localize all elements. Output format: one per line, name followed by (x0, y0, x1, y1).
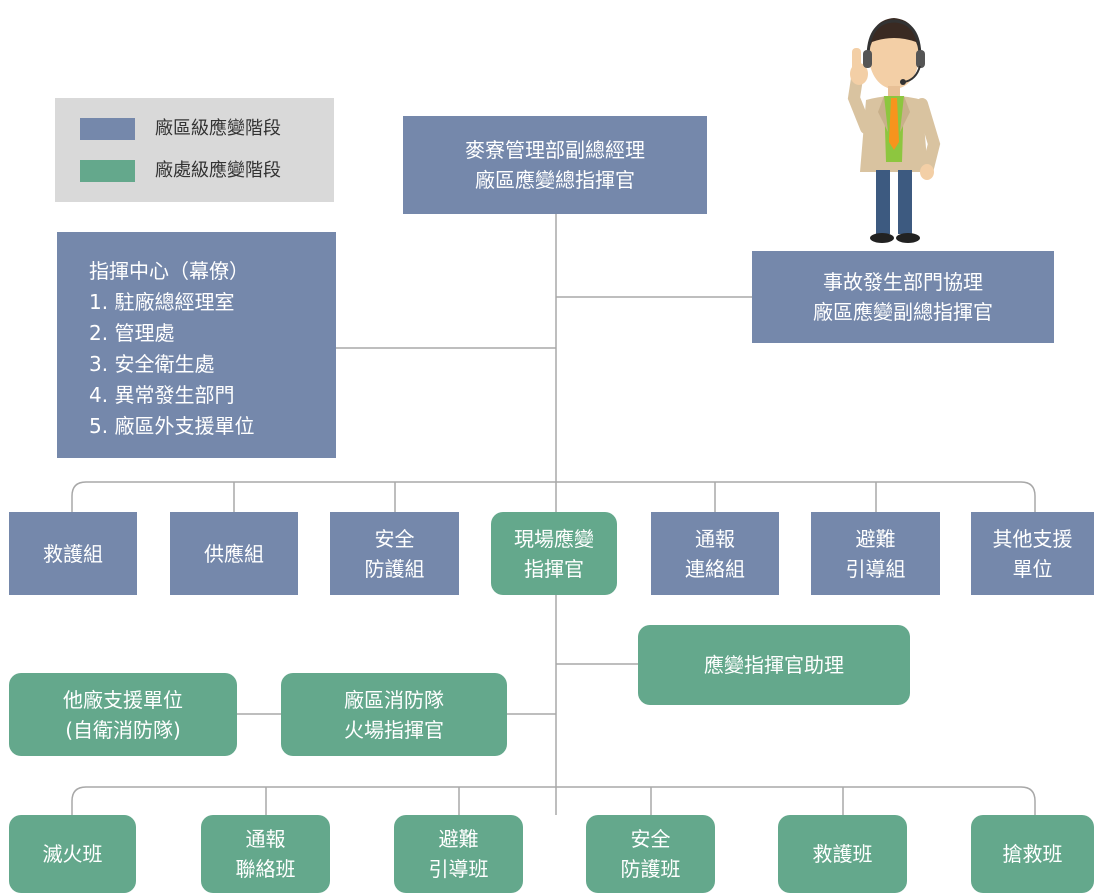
team-rescue: 救護班 (778, 815, 907, 893)
headset-presenter-icon (847, 18, 941, 243)
group-supply: 供應組 (170, 512, 298, 595)
team-safety-protection: 安全 防護班 (586, 815, 715, 893)
legend: 廠區級應變階段 廠處級應變階段 (55, 98, 334, 202)
legend-swatch-division-level (80, 160, 135, 182)
team-firefighting: 滅火班 (9, 815, 136, 893)
team-evacuation: 避難 引導班 (394, 815, 523, 893)
command-center-item: 4. 異常發生部門 (89, 383, 235, 407)
deputy-commander-title: 事故發生部門協理 (823, 270, 983, 294)
command-center-item: 3. 安全衛生處 (89, 352, 215, 376)
command-center-title: 指揮中心（幕僚） (89, 259, 249, 283)
team-emergency-rescue: 搶救班 (971, 815, 1094, 893)
legend-label-division-level: 廠處級應變階段 (155, 160, 281, 181)
legend-label-plant-level: 廠區級應變階段 (155, 118, 281, 139)
onsite-commander-box: 現場應變 指揮官 (491, 512, 617, 595)
chief-commander-title: 麥寮管理部副總經理 (465, 138, 645, 162)
group-other-support: 其他支援 單位 (971, 512, 1094, 595)
command-center-box: 指揮中心（幕僚） 1. 駐廠總經理室 2. 管理處 3. 安全衛生處 4. 異常… (57, 232, 336, 458)
command-center-item: 1. 駐廠總經理室 (89, 290, 235, 314)
support-unit-box: 他廠支援單位 (自衛消防隊) (9, 673, 237, 756)
group-notification: 通報 連絡組 (651, 512, 779, 595)
deputy-commander-role: 廠區應變副總指揮官 (813, 300, 993, 324)
team-communication: 通報 聯絡班 (201, 815, 330, 893)
group-rescue: 救護組 (9, 512, 137, 595)
fire-commander-box: 廠區消防隊 火場指揮官 (281, 673, 507, 756)
commander-assistant-box: 應變指揮官助理 (638, 625, 910, 705)
group-safety-protection: 安全 防護組 (330, 512, 459, 595)
command-center-item: 5. 廠區外支援單位 (89, 414, 255, 438)
legend-swatch-plant-level (80, 118, 135, 140)
deputy-commander-box: 事故發生部門協理 廠區應變副總指揮官 (752, 251, 1054, 343)
chief-commander-box: 麥寮管理部副總經理 廠區應變總指揮官 (403, 116, 707, 214)
command-center-item: 2. 管理處 (89, 321, 175, 345)
group-evacuation: 避難 引導組 (811, 512, 940, 595)
chief-commander-role: 廠區應變總指揮官 (475, 168, 635, 192)
